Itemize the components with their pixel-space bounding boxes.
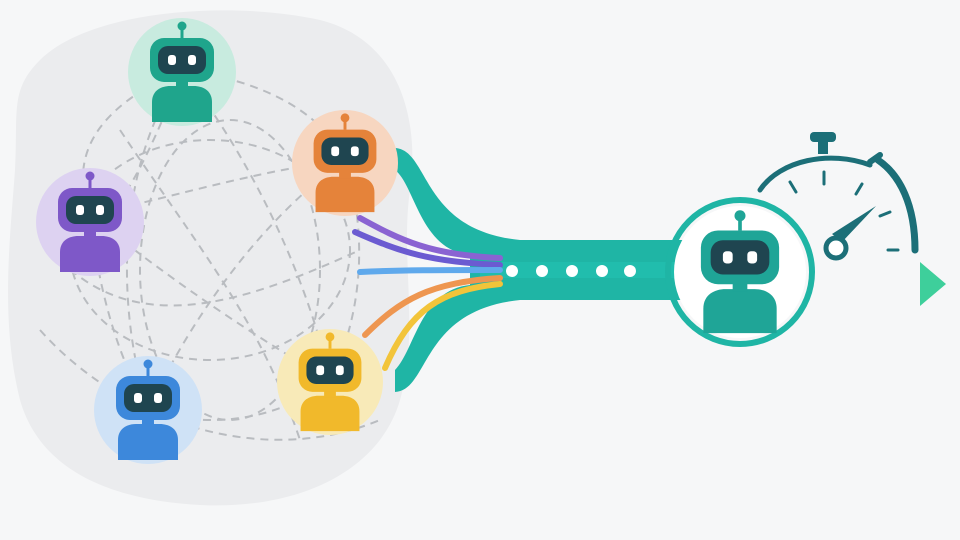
robot-icon: [150, 21, 214, 122]
agent-green: [128, 18, 236, 126]
speed-arrow-icon: [816, 262, 946, 316]
stopwatch-icon: [757, 132, 919, 261]
robot-icon: [58, 171, 122, 272]
pipeline-dots: [506, 265, 636, 277]
agent-blue: [94, 356, 202, 464]
robot-icon: [313, 113, 377, 213]
robot-icon: [298, 332, 362, 432]
agent-merged: [665, 197, 815, 347]
agent-orange: [292, 110, 398, 216]
agent-purple: [36, 168, 144, 276]
robot-icon: [700, 210, 780, 334]
agent-streams: [352, 215, 503, 371]
agents: [36, 18, 815, 464]
agent-yellow: [277, 329, 383, 435]
robot-icon: [116, 359, 180, 460]
speed-lines: [407, 155, 743, 385]
